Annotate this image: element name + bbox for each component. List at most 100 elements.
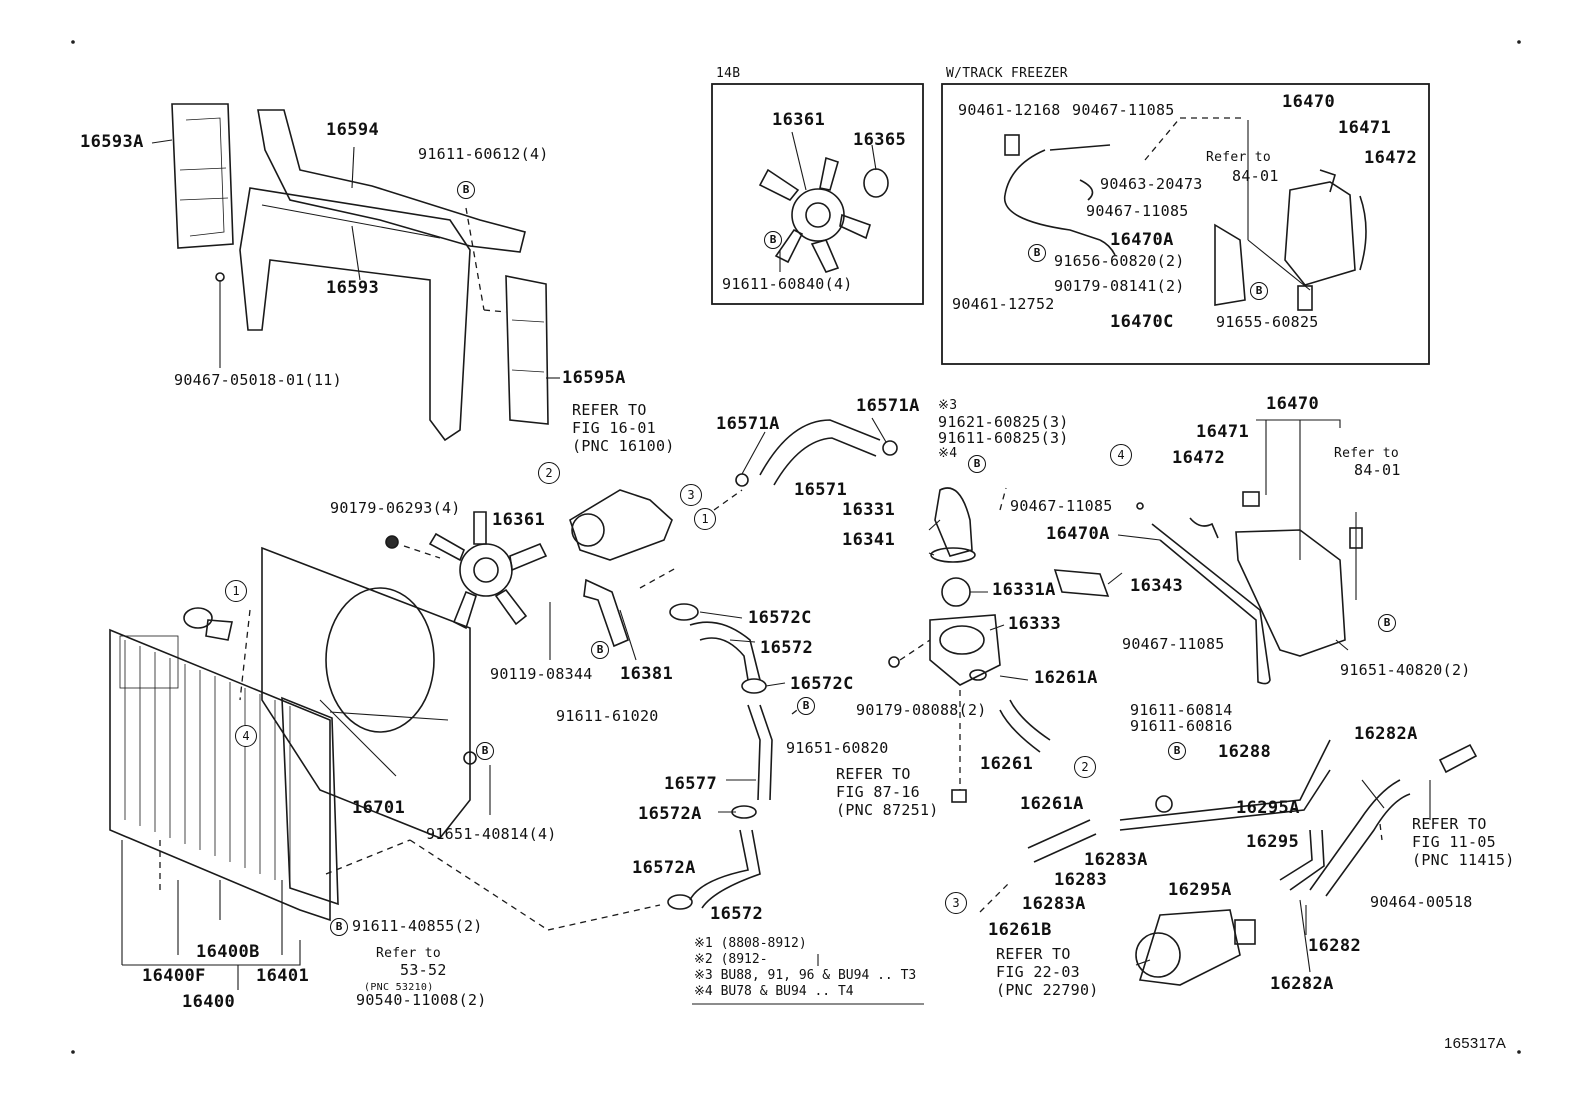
callout-4: 4 [235,725,257,747]
footnote-text: (8808-8912) [720,936,807,951]
part-label: 90467-05018-01(11) [174,371,342,389]
part-label: 16571A [856,396,920,416]
refer-note: (PNC 22790) [996,981,1099,999]
part-label: 91651-60820 [786,739,889,757]
part-label: 16572C [748,608,812,628]
footnote-text: (8912- [720,952,768,967]
part-label: 16400 [182,992,236,1012]
fan-shroud-16701 [261,546,471,839]
part-label: 90540-11008(2) [356,991,487,1009]
hose-16282 [1309,743,1478,897]
part-label: 16261B [988,920,1052,940]
part-label: 16593 [326,278,380,298]
reservoir-16470 [1151,491,1363,685]
part-label: 90467-11085 [1086,202,1189,220]
part-label: 16401 [256,966,310,986]
part-label: 16470A [1110,230,1174,250]
registration-marks [71,40,1521,1054]
part-label: 90467-11085 [1072,101,1175,119]
track-freezer-box-title: W/TRACK FREEZER [946,66,1068,81]
part-label: 16470C [1110,312,1174,332]
refer-note: Refer to [1206,150,1272,165]
refer-note: (PNC 11415) [1412,851,1515,869]
part-label: 16472 [1364,148,1418,168]
footnote-1: ※1 (8808-8912) [694,936,807,952]
refer-note: FIG 16-01 [572,419,656,437]
callout-2: 2 [1074,756,1096,778]
part-label: 16470 [1282,92,1336,112]
part-label: 16295 [1246,832,1300,852]
part-label: 16283 [1054,870,1108,890]
part-label: 16572 [710,904,764,924]
part-label: 16572C [790,674,854,694]
part-label: 16701 [352,798,406,818]
part-label: 16361 [492,510,546,530]
part-label: 16571A [716,414,780,434]
footnote-mark: ※3 [938,398,958,413]
refer-note: (PNC 87251) [836,801,939,819]
track-freezer-parts [1003,117,1367,311]
engine-variant-box [711,83,924,305]
heater-valve [1135,909,1256,986]
track-freezer-box [941,83,1430,365]
refer-note: FIG 11-05 [1412,833,1496,851]
part-label: 16594 [326,120,380,140]
footnote-2: ※2 (8912- [694,952,768,968]
fan-16361 [428,511,548,630]
hose-16295 [1279,829,1325,891]
part-label: 16282 [1308,936,1362,956]
footnote-3: ※3 BU88, 91, 96 & BU94 .. T3 [694,968,916,984]
part-label: 91611-40855(2) [352,917,483,935]
part-label: 16283A [1084,850,1148,870]
shroud-panel-16595A [505,275,549,425]
refer-note: Refer to [1334,446,1400,461]
callout-1: 1 [694,508,716,530]
part-label: 16261A [1020,794,1084,814]
callout-3: 3 [945,892,967,914]
part-label: 16288 [1218,742,1272,762]
part-label: 90119-08344 [490,665,593,683]
thermostat-housing [929,487,1001,686]
shroud-16593 [239,187,471,442]
engine-variant-box-title: 14B [716,66,741,81]
radiator [109,607,339,922]
part-label: 91656-60820(2) [1054,252,1185,270]
part-label: 16331A [992,580,1056,600]
refer-note: 53-52 [400,961,447,979]
refer-note: FIG 87-16 [836,783,920,801]
part-label: 91611-60816 [1130,717,1233,735]
part-label: 91611-60840(4) [722,275,853,293]
part-label: 16295A [1236,798,1300,818]
part-label: 16470 [1266,394,1320,414]
part-label: 91621-60825(3) [938,413,1069,431]
part-label: 16381 [620,664,674,684]
part-label: 16400F [142,966,206,986]
part-label: 16471 [1196,422,1250,442]
part-label: 16595A [562,368,626,388]
footnote-text: BU78 & BU94 .. T4 [720,984,854,999]
callout-2: 2 [538,462,560,484]
part-label: 16261 [980,754,1034,774]
refer-note: REFER TO [572,401,647,419]
bolt-mark-icon: B [764,231,782,249]
upper-hose-16571 [735,419,898,487]
footnote-mark: ※1 [694,936,713,951]
part-label: 91611-61020 [556,707,659,725]
hose-16283 [1027,819,1097,863]
bolt-mark-icon: B [1028,244,1046,262]
refer-note: (PNC 53210) [364,982,434,993]
water-pump [569,489,673,561]
part-label: 91651-40820(2) [1340,661,1471,679]
part-label: 16283A [1022,894,1086,914]
refer-note: REFER TO [836,765,911,783]
part-label: 16331 [842,500,896,520]
refer-note: (PNC 16100) [572,437,675,455]
part-label: 90179-08141(2) [1054,277,1185,295]
bolt-mark-icon: B [1250,282,1268,300]
refer-note: REFER TO [1412,815,1487,833]
part-label: 16333 [1008,614,1062,634]
fan-14b [758,156,889,273]
refer-note: FIG 22-03 [996,963,1080,981]
footnote-mark: ※4 [938,446,958,461]
footnote-4: ※4 BU78 & BU94 .. T4 [694,984,854,1000]
